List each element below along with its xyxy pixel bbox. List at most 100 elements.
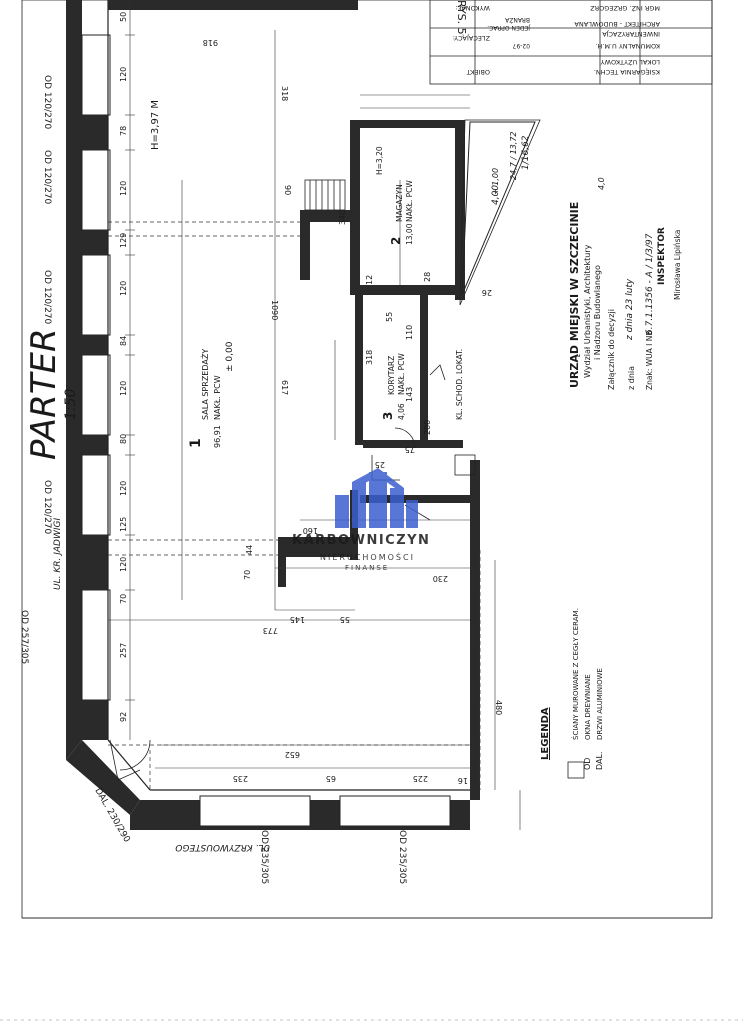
dim-top-0: 918 [203, 38, 218, 47]
stamp-line2: Wydział Urbanistyki, Architektury [583, 244, 592, 378]
dim-inner-24: 16 [458, 776, 468, 785]
legend-symbol-2: OD [583, 758, 592, 770]
title-block-org5: KSIĘGARNIA TECHN. [594, 68, 660, 76]
dim-inner-2: 340 [338, 210, 347, 225]
street-bottom-label: UL. KRZYWOUSTEGO [175, 842, 270, 852]
dim-left-2: 78 [119, 126, 128, 136]
dim-inner-20: 25 [375, 460, 385, 469]
stamp-line8: Mirosława Lipińska [673, 230, 682, 300]
dim-inner-16: 70 [243, 570, 252, 580]
street-left-label: UL. KR. JADWIGI [53, 518, 63, 590]
legend-item-2: OKNA DREWNIANE [584, 674, 592, 740]
stairs [304, 179, 346, 211]
dim-inner-25: 160 [303, 526, 318, 535]
dim-left-3: 120 [119, 181, 128, 196]
left-dimension-chain: 50 120 78 120 129 120 84 120 80 120 125 … [119, 12, 128, 722]
dim-left-12: 70 [119, 594, 128, 604]
title-block-row3: OBIEKT [467, 68, 490, 76]
entry-door-swing [119, 739, 151, 771]
dim-left-8: 80 [119, 434, 128, 444]
stamp-handwritten-1: z dnia 23 luty [625, 278, 635, 341]
dim-inner-0: 1090 [270, 300, 279, 320]
dim-inner-7: 28 [423, 272, 432, 282]
level-main: ± 0,00 [225, 341, 235, 372]
dim-inner-23: 200 [423, 420, 432, 435]
street-labels: UL. KR. JADWIGI UL. KRZYWOUSTEGO [53, 518, 270, 852]
title-block-row2: ZLECAJĄCY: [453, 34, 490, 42]
dim-left-1: 120 [119, 67, 128, 82]
window-mark-2: OD 120/270 [42, 150, 52, 205]
room-3-finish: NAKŁ. PCW [397, 353, 406, 395]
room-2-number: 2 [389, 237, 403, 245]
drawing-scale: 1:50 [63, 388, 79, 420]
window-mark-3: OD 120/270 [42, 270, 52, 325]
dim-inner-1: 617 [280, 380, 289, 395]
dim-inner-4: 12 [365, 275, 374, 285]
handwritten-note-1: 4,00 [491, 185, 501, 205]
sheet-border [21, 0, 713, 919]
dim-inner-14: 225 [413, 774, 428, 783]
title-block-org4: LOKAL UŻYTKOWY [601, 58, 660, 67]
title-block-author: MGR INŻ. GRZEGORZ [590, 4, 660, 13]
drawing-title: PARTER [24, 328, 64, 460]
dim-top-1: 318 [280, 86, 289, 101]
title-block-org3: ARCHITEKT - BUDOWLANA [574, 20, 660, 28]
dim-left-14: 92 [119, 712, 128, 722]
dim-inner-3: 90 [283, 185, 292, 195]
room-1-name: SALA SPRZEDAŻY [200, 349, 210, 420]
dim-left-11: 120 [119, 557, 128, 572]
room-2-height: H=3,20 [375, 146, 384, 175]
room-1-label: 1 96,91 SALA SPRZEDAŻY NAKŁ. PCW ± 0,00 [188, 341, 235, 448]
dim-inner-12: 235 [233, 774, 248, 783]
dim-left-4: 129 [119, 233, 128, 248]
interior-walls [108, 0, 541, 800]
dim-left-6: 84 [119, 336, 128, 346]
corner-chamfer [66, 739, 151, 815]
dim-inner-11: 652 [285, 750, 300, 759]
dim-inner-8: 143 [405, 387, 414, 402]
legend-wall-symbol [567, 761, 585, 779]
room-2-name: MAGAZYN [395, 184, 404, 222]
stamp-line4: Załącznik do decyzji [607, 309, 616, 390]
dim-left-0: 50 [119, 12, 128, 22]
drawing-title-group: PARTER 1:50 H=3,97 M [24, 100, 161, 460]
dim-left-7: 120 [119, 381, 128, 396]
title-block-branza: BRANŻA [504, 16, 530, 23]
title-block-date: 02-97 [512, 42, 530, 49]
watermark-name: KARBOWNICZYN [292, 533, 430, 548]
dim-left-5: 120 [119, 281, 128, 296]
dim-inner-9: 110 [405, 325, 414, 340]
legend-title: LEGENDA [540, 707, 551, 760]
window-mark-5: OD 257/305 [19, 610, 29, 664]
official-stamp: URZĄD MIEJSKI W SZCZECINIE Wydział Urban… [568, 202, 682, 390]
height-note: H=3,97 M [150, 100, 161, 150]
room-2-label: 2 13,00 MAGAZYN NAKŁ. PCW H=3,20 [375, 146, 414, 245]
stamp-line3: i Nadzoru Budowlanego [593, 265, 602, 360]
title-block-row1: WYKONAŁ: [455, 4, 490, 12]
dim-inner-26: 480 [494, 700, 503, 715]
handwritten-note-4: 4,0 [597, 177, 606, 190]
room-1-area: 96,91 [213, 425, 222, 448]
room-1-finish: NAKŁ. PCW [213, 375, 222, 420]
stamp-line5: z dnia [627, 366, 636, 390]
dim-inner-19: 145 [290, 615, 305, 624]
watermark-sub2: FINANSE [345, 564, 389, 572]
watermark-logo: KARBOWNICZYN NIERUCHOMOŚCI FINANSE [292, 468, 430, 572]
dim-inner-21: 75 [405, 445, 415, 454]
room-2-finish: NAKŁ. PCW [405, 180, 414, 222]
dim-inner-18: 44 [245, 545, 254, 555]
title-block-opracowal: JEDEN OPRAC. [487, 24, 531, 31]
inner-dimensions: 918 318 1090 617 340 90 12 318 55 28 143… [203, 38, 503, 785]
exterior-wall-bottom [130, 789, 470, 830]
stamp-handwritten-2: 6.7.1.1356 - A / 1/3/97 [645, 233, 655, 335]
title-block-org2: INWENTARYZACJA [602, 30, 660, 38]
window-mark-1: OD 120/270 [42, 75, 52, 130]
handwritten-notes: 4,00 1/16,62 24,7 / 13,72 4,0 + 1,00 [491, 132, 606, 206]
stamp-line7: INSPEKTOR [657, 227, 667, 285]
handwritten-note-2: 1/16,62 [521, 135, 531, 170]
legend-item-3: DRZWI ALUMINIOWE [596, 668, 604, 740]
title-block-org1: KOMUNALNY U.M.H. [595, 42, 660, 50]
legend-item-1: ŚCIANY MUROWANE Z CEGŁY CERAM. [571, 608, 580, 740]
dim-left-13: 257 [119, 643, 128, 658]
